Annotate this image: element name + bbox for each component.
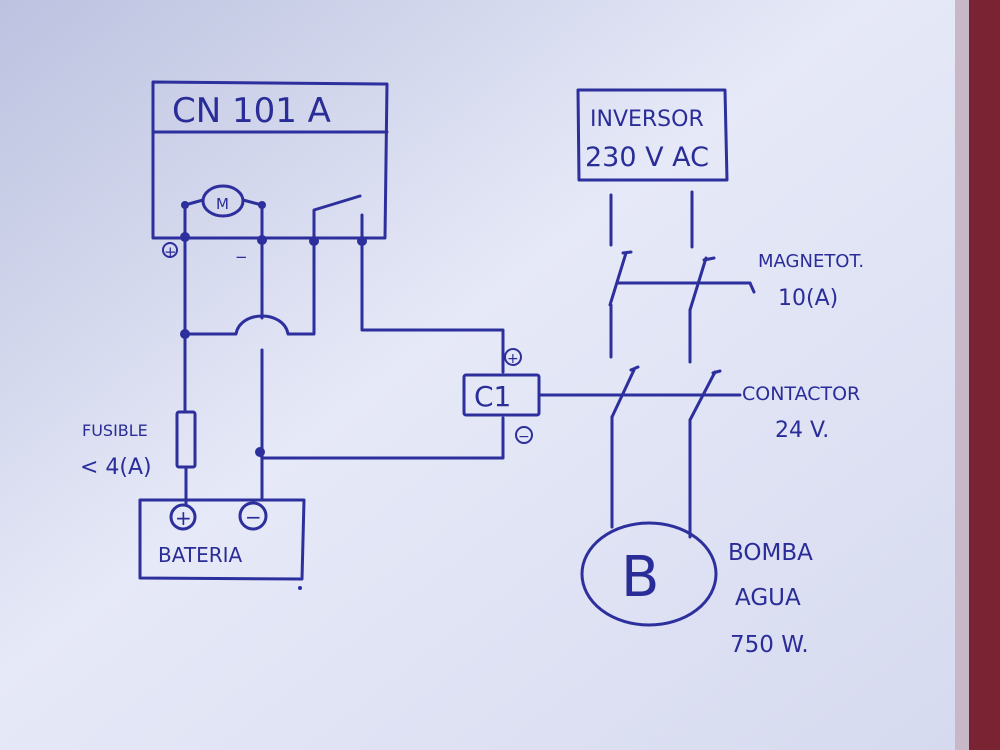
relay-minus-label: −: [518, 429, 530, 445]
controller-model-label: CN 101 A: [172, 91, 331, 131]
relay-coil-box: [462, 348, 742, 444]
contactor-voltage: 24 V.: [775, 418, 829, 443]
battery-minus-label: −: [245, 505, 262, 529]
controller-plus-label: +: [164, 243, 177, 261]
relay-plus-label: +: [507, 351, 519, 367]
inverter-line2: 230 V AC: [585, 142, 709, 173]
fuse-rating: < 4(A): [80, 455, 152, 480]
relay-coil-label: C1: [474, 380, 511, 413]
fuse-label: FUSIBLE: [82, 421, 148, 440]
breaker-label: MAGNETOT.: [758, 251, 864, 272]
pump-symbol-label: B: [621, 545, 659, 610]
inverter-box: [576, 88, 729, 249]
inverter-line1: INVERSOR: [590, 107, 704, 132]
pump-line2: AGUA: [735, 585, 801, 611]
pump-line3: 750 W.: [730, 632, 809, 658]
battery-plus-label: +: [175, 506, 192, 530]
contactor-label: CONTACTOR: [742, 383, 860, 405]
controller-plus-terminal: [162, 242, 178, 258]
contactor-symbol: [610, 365, 722, 539]
binding-edge: [955, 0, 969, 750]
controller-minus-label: −: [235, 248, 248, 266]
dc-wiring: [180, 236, 505, 500]
pump-line1: BOMBA: [728, 540, 813, 566]
controller-box: [151, 80, 389, 240]
breaker-rating: 10(A): [778, 286, 838, 311]
controller-switch: [312, 194, 364, 242]
breaker-symbol: [608, 250, 756, 364]
motor-label: M: [216, 195, 229, 213]
pump-symbol: [580, 521, 718, 627]
battery-label: BATERIA: [158, 543, 242, 567]
motor-symbol: [181, 184, 266, 218]
battery-box: [138, 498, 306, 590]
